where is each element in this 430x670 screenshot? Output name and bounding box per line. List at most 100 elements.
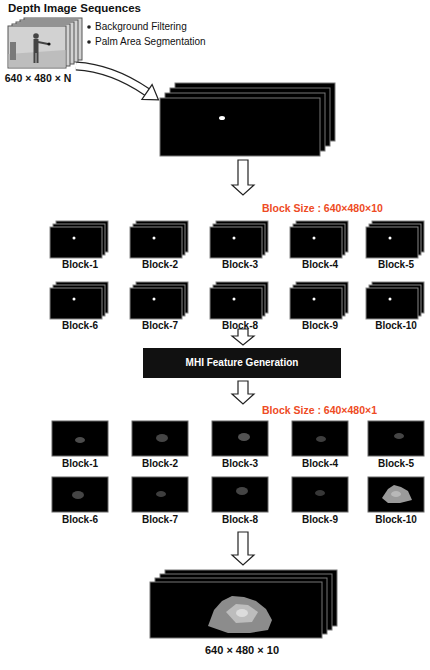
- person-arm: [38, 42, 48, 44]
- palm-speck: [389, 237, 392, 240]
- block-label: 640 × 480 × N: [5, 72, 72, 85]
- palm-speck: [219, 116, 225, 120]
- curved-arrow-outline: [76, 66, 147, 92]
- image-block: Block-2: [126, 220, 194, 272]
- bullet-dot: [87, 40, 91, 44]
- down-arrow: [232, 532, 254, 565]
- image-block: Block-3: [206, 420, 274, 472]
- person-leg: [37, 53, 39, 63]
- mhi-blob-highlight: [391, 491, 401, 497]
- block-label: Block-4: [302, 259, 338, 271]
- person-leg: [34, 53, 36, 63]
- mhi-blob: [75, 437, 85, 443]
- image-block: Block-5: [362, 220, 430, 272]
- block-label: Block-3: [222, 259, 258, 271]
- section-title: Depth Image Sequences: [8, 2, 141, 16]
- image-block: 640 × 480 × 10: [145, 570, 340, 660]
- block-label: Block-9: [302, 320, 338, 332]
- palm-speck: [313, 237, 316, 240]
- curved-arrow-head: [142, 85, 159, 100]
- block-label: Block-6: [62, 320, 98, 332]
- image-block: Block-8: [206, 281, 274, 333]
- block-label: Block-1: [62, 458, 98, 470]
- mhi-blob: [156, 434, 168, 442]
- image-block: Block-6: [46, 476, 114, 528]
- image-frame: [210, 227, 262, 258]
- palm-speck: [153, 298, 156, 301]
- image-block: Block-10: [362, 476, 430, 528]
- block-label: Block-7: [142, 320, 178, 332]
- image-block: Block-8: [206, 476, 274, 528]
- palm-speck: [313, 298, 316, 301]
- mhi-frame: [132, 477, 188, 512]
- mhi-frame: [368, 421, 424, 456]
- image-block: Block-10: [362, 281, 430, 333]
- mhi-frame: [52, 421, 108, 456]
- mhi-frame: [212, 477, 268, 512]
- image-frame: [50, 227, 102, 258]
- image-block: Block-7: [126, 476, 194, 528]
- mhi-blob: [382, 485, 412, 503]
- mhi-frame: [52, 477, 108, 512]
- mhi-blob: [394, 433, 404, 439]
- block-label: Block-4: [302, 458, 338, 470]
- mhi-blob-highlight: [226, 604, 258, 623]
- block-label: Block-5: [378, 259, 414, 271]
- down-arrow: [232, 160, 254, 195]
- image-block: Block-6: [46, 281, 114, 333]
- bullet-item: Background Filtering: [95, 21, 187, 33]
- mhi-blob: [208, 596, 272, 633]
- block-label: Block-8: [222, 320, 258, 332]
- image-frame: [160, 98, 320, 156]
- block-label: 640 × 480 × 10: [205, 644, 279, 657]
- block-label: Block-3: [222, 458, 258, 470]
- palm-speck: [233, 237, 236, 240]
- mhi-blob-core: [236, 609, 248, 617]
- mhi-blob: [72, 491, 84, 499]
- mhi-frame: [292, 477, 348, 512]
- image-frame: [150, 582, 322, 638]
- palm-area: [47, 42, 50, 45]
- curved-arrow-fill: [76, 66, 147, 92]
- image-frame: [366, 288, 418, 319]
- image-block: Block-9: [286, 476, 354, 528]
- image-block: Block-9: [286, 281, 354, 333]
- palm-speck: [73, 237, 76, 240]
- background-object: [10, 42, 16, 60]
- palm-speck: [389, 298, 392, 301]
- bullet-item: Palm Area Segmentation: [95, 36, 206, 48]
- block-label: Block-9: [302, 514, 338, 526]
- image-frame: [8, 26, 66, 68]
- image-block: Block-3: [206, 220, 274, 272]
- image-frame: [210, 288, 262, 319]
- down-arrow: [232, 381, 254, 404]
- mhi-frame: [292, 421, 348, 456]
- block-label: Block-7: [142, 514, 178, 526]
- box-label: MHI Feature Generation: [186, 357, 299, 369]
- block-size-note: Block Size : 640×480×10: [262, 202, 383, 215]
- block-size-note: Block Size : 640×480×1: [262, 404, 377, 417]
- person-body: [34, 39, 39, 53]
- image-block: Block-1: [46, 220, 114, 272]
- image-frame: [130, 227, 182, 258]
- down-arrow: [232, 329, 254, 345]
- palm-speck: [153, 237, 156, 240]
- mhi-blob: [156, 491, 166, 497]
- palm-speck: [73, 298, 76, 301]
- mhi-blob: [236, 487, 248, 495]
- image-block: Block-4: [286, 220, 354, 272]
- process-box: MHI Feature Generation: [143, 348, 341, 378]
- image-frame: [290, 288, 342, 319]
- image-frame: [50, 288, 102, 319]
- block-label: Block-6: [62, 514, 98, 526]
- block-label: Block-2: [142, 458, 178, 470]
- mhi-blob: [315, 490, 325, 496]
- block-label: Block-10: [375, 320, 417, 332]
- image-block: Block-5: [362, 420, 430, 472]
- image-block: Block-7: [126, 281, 194, 333]
- image-block: Block-2: [126, 420, 194, 472]
- mhi-blob: [316, 436, 326, 442]
- mhi-frame: [132, 421, 188, 456]
- mhi-blob: [238, 433, 250, 441]
